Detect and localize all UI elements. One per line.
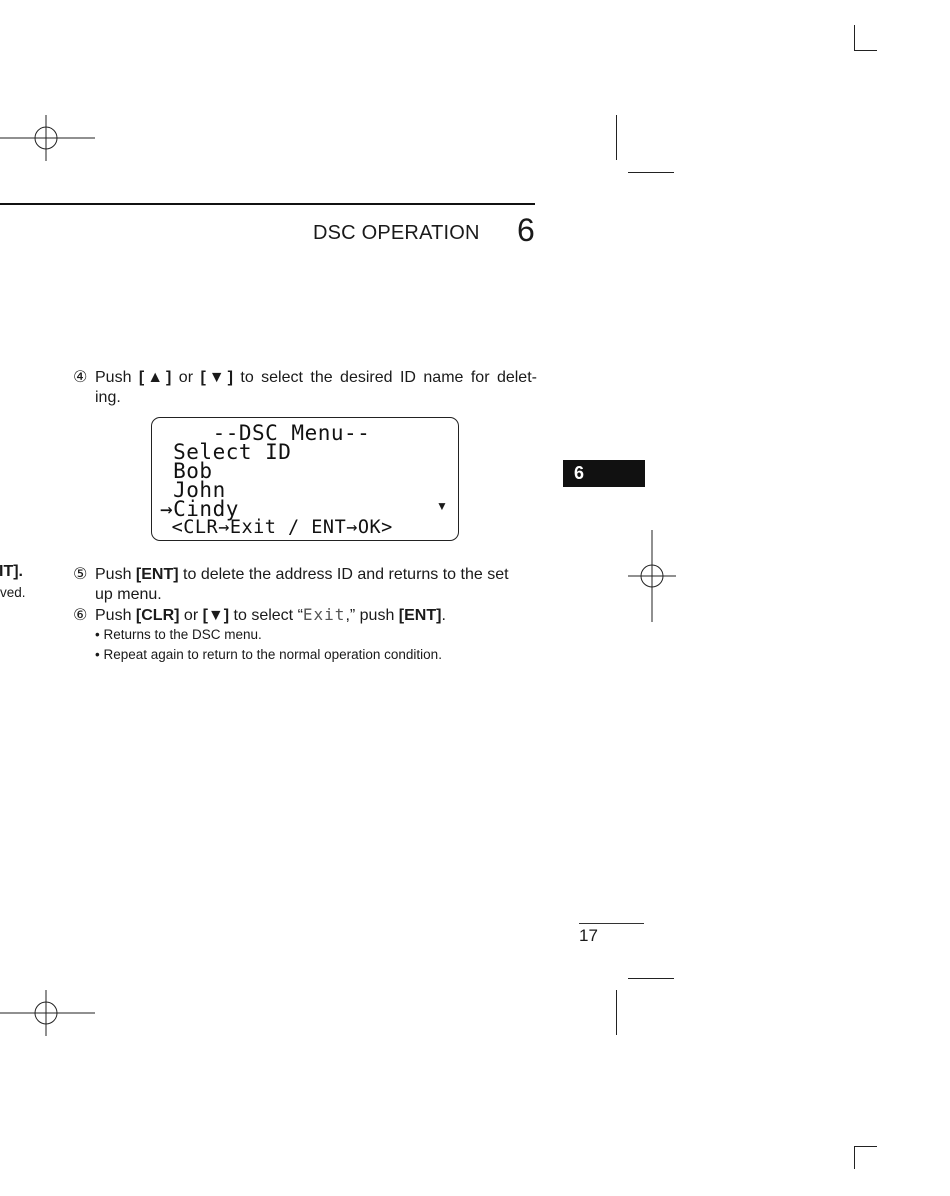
- page-number-rule: [579, 923, 644, 924]
- key-up: [▲]: [138, 369, 172, 386]
- key-ent: [ENT]: [398, 607, 442, 624]
- step-marker: ⑤: [73, 566, 88, 583]
- crop-mark: [854, 1146, 855, 1169]
- step-5-line-2: up menu.: [95, 586, 162, 603]
- cutoff-text: ved.: [0, 585, 26, 600]
- bullet-item: • Returns to the DSC menu.: [95, 627, 262, 642]
- key-clr: [CLR]: [135, 607, 180, 624]
- cutoff-text: IT].: [0, 563, 23, 580]
- bullet-item: • Repeat again to return to the normal o…: [95, 647, 442, 662]
- lcd-line-hint: <CLR→Exit / ENT→OK>: [160, 517, 393, 538]
- key-ent: [ENT]: [135, 566, 179, 583]
- header-rule: [0, 203, 535, 205]
- page-number: 17: [579, 926, 598, 945]
- lcd-line-cindy: →Cindy: [160, 497, 239, 521]
- key-down: [▼]: [202, 607, 230, 624]
- crop-mark: [854, 1146, 877, 1147]
- registration-mark-icon: [0, 990, 95, 1036]
- step-marker: ⑥: [73, 607, 88, 624]
- crop-mark: [628, 172, 674, 173]
- lcd-title: --DSC Menu--: [160, 421, 371, 445]
- crop-mark: [616, 115, 617, 160]
- scroll-down-icon: ▼: [436, 499, 448, 513]
- chapter-tab: 6: [563, 460, 645, 487]
- lcd-word-exit: Exit: [302, 605, 346, 624]
- section-title: DSC OPERATION: [313, 222, 480, 244]
- lcd-line-bob: Bob: [160, 459, 213, 483]
- step-marker: ④: [73, 369, 88, 386]
- crop-mark: [628, 978, 674, 979]
- crop-mark: [854, 25, 855, 50]
- lcd-line-select-id: Select ID: [160, 440, 292, 464]
- registration-mark-icon: [0, 115, 95, 161]
- section-number: 6: [517, 212, 535, 248]
- crop-mark: [854, 50, 877, 51]
- lcd-line-john: John: [160, 478, 226, 502]
- step-4-line-2: ing.: [95, 389, 121, 406]
- crop-mark: [616, 990, 617, 1035]
- registration-mark-icon: [628, 530, 676, 622]
- lcd-display: --DSC Menu-- Select ID Bob John →Cindy <…: [151, 417, 459, 541]
- key-down: [▼]: [200, 369, 233, 386]
